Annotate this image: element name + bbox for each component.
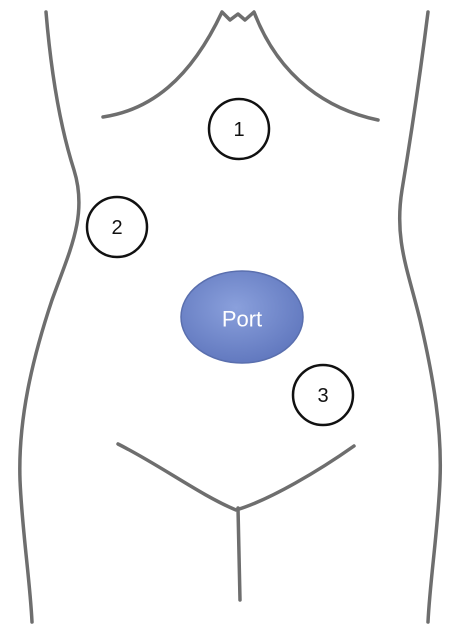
torso-right-outline (400, 12, 441, 622)
marker-1: 1 (209, 99, 269, 159)
groin-outline (118, 444, 354, 510)
port: Port (181, 271, 303, 363)
marker-3-label: 3 (317, 385, 328, 407)
marker-3: 3 (293, 365, 353, 425)
leg-division-line (238, 508, 240, 600)
marker-2-label: 2 (111, 217, 122, 239)
port-label: Port (222, 307, 262, 332)
marker-1-label: 1 (233, 119, 244, 141)
torso-left-outline (20, 12, 79, 622)
marker-2: 2 (87, 197, 147, 257)
